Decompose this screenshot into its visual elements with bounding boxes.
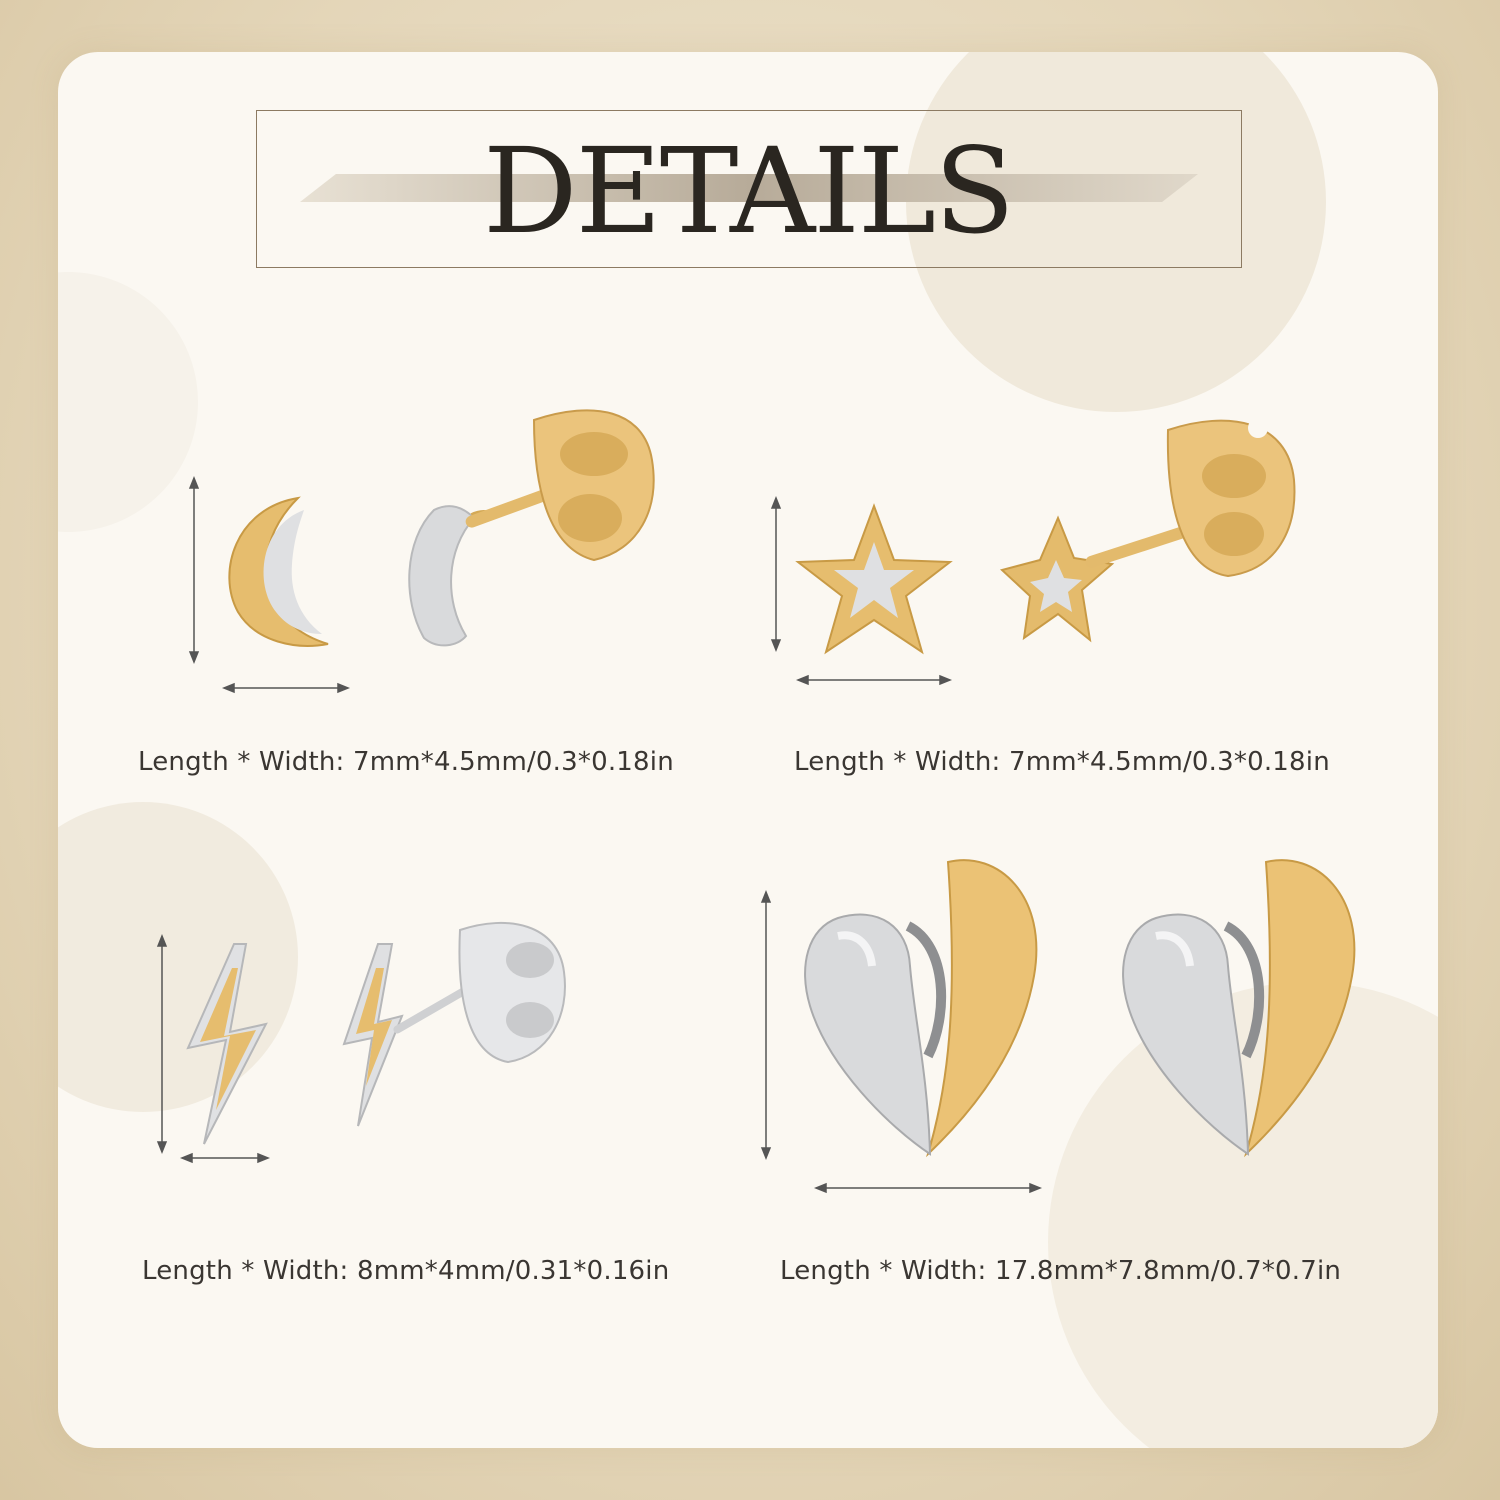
lightning-icon bbox=[186, 943, 268, 1145]
decor-circle bbox=[58, 272, 198, 532]
star-caption: Length * Width: 7mm*4.5mm/0.3*0.18in bbox=[794, 747, 1330, 777]
lightning-caption: Length * Width: 8mm*4mm/0.31*0.16in bbox=[142, 1256, 670, 1286]
decor-circle bbox=[58, 802, 298, 1112]
dimension-arrows bbox=[188, 475, 351, 694]
title-ribbon bbox=[300, 174, 1198, 202]
star-icon bbox=[795, 503, 953, 655]
heart-earring-side bbox=[1122, 859, 1356, 1158]
lightning-earring-side bbox=[342, 921, 566, 1127]
dimension-arrows bbox=[770, 495, 953, 686]
moon-icon bbox=[228, 496, 329, 647]
moon-earring-side bbox=[408, 409, 655, 647]
page-title: DETAILS bbox=[482, 122, 1015, 260]
moon-caption: Length * Width: 7mm*4.5mm/0.3*0.18in bbox=[138, 747, 674, 777]
dimension-arrows bbox=[760, 889, 1043, 1194]
decor-circle bbox=[906, 52, 1326, 412]
dimension-arrows bbox=[156, 933, 271, 1164]
title-frame bbox=[256, 110, 1242, 268]
star-earring-side bbox=[999, 418, 1296, 643]
details-card: DETAILS Length * Width: 7mm*4.5mm/0.3*0.… bbox=[58, 52, 1438, 1448]
heart-caption: Length * Width: 17.8mm*7.8mm/0.7*0.7in bbox=[780, 1256, 1342, 1286]
heart-icon bbox=[804, 859, 1038, 1158]
